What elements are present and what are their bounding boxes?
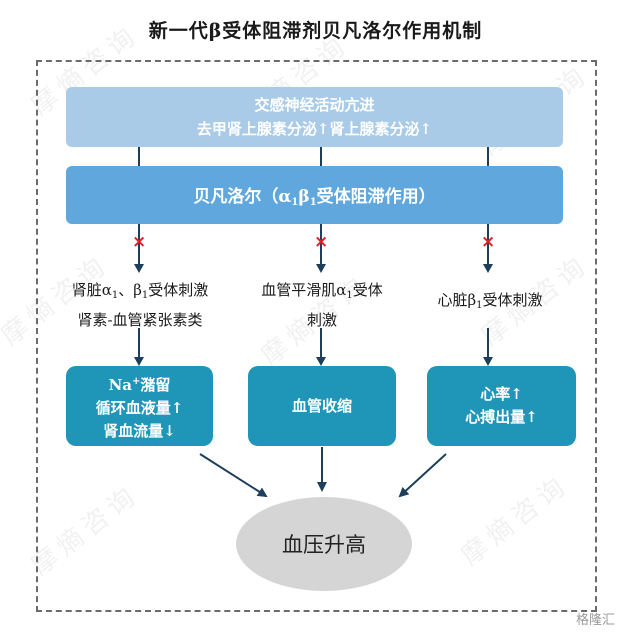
label-renal-line1: 肾脏α1、β1受体刺激 xyxy=(40,278,240,308)
effect-renal-line2: 循环血液量↑ xyxy=(95,398,184,417)
arrow-blocked-middle xyxy=(320,224,322,266)
label-cardiac-sub: 1 xyxy=(476,300,483,311)
label-renal-sub1: 1 xyxy=(111,290,119,301)
arrow-head-to-middle-box xyxy=(316,357,326,366)
label-renal-beta: 、β xyxy=(118,281,142,299)
sodium-retention: 潴留 xyxy=(140,375,171,394)
effect-vascular-line1: 血管收缩 xyxy=(291,396,352,415)
label-vascular-sub: 1 xyxy=(346,290,353,301)
bevantolol-box: 贝凡洛尔（α1β1受体阻滞作用） xyxy=(66,166,563,224)
beta-subscript: 1 xyxy=(309,197,317,208)
top-box-line2: 去甲肾上腺素分泌↑肾上腺素分泌↑ xyxy=(196,120,433,138)
label-vascular-line2: 刺激 xyxy=(306,311,337,329)
connector-top-middle xyxy=(320,147,322,166)
source-logo: 格隆汇 xyxy=(575,613,615,628)
block-mark-middle: × xyxy=(314,232,329,252)
sodium-symbol: Na xyxy=(108,375,133,394)
label-renal-line2: 肾素-血管紧张素类 xyxy=(77,311,203,329)
label-cardiac-beta: 心脏β xyxy=(437,291,477,309)
label-vascular-line1: 血管平滑肌α1受体 xyxy=(232,278,412,308)
alpha-subscript: 1 xyxy=(291,197,299,208)
beta-symbol: β xyxy=(298,187,310,207)
result-label: 血压升高 xyxy=(282,533,366,557)
label-cardiac-line1: 心脏β1受体刺激 xyxy=(420,288,560,318)
effect-cardiac-line1: 心率↑ xyxy=(480,385,523,403)
effect-renal-line1: Na+潴留 xyxy=(109,370,171,397)
block-mark-right: × xyxy=(481,232,496,252)
effect-box-renal: Na+潴留 循环血液量↑ 肾血流量↓ xyxy=(66,366,213,446)
arrow-head-middle xyxy=(316,264,326,273)
label-vascular-alpha: 血管平滑肌α xyxy=(261,281,347,299)
top-box-line1: 交感神经活动亢进 xyxy=(254,96,375,114)
arrow-to-left-box xyxy=(138,328,140,358)
label-renal-sub2: 1 xyxy=(141,290,149,301)
label-vascular-receptor: 血管平滑肌α1受体 刺激 xyxy=(232,278,412,332)
effect-box-cardiac: 心率↑ 心搏出量↑ xyxy=(427,366,576,446)
effect-renal-line3: 肾血流量↓ xyxy=(103,421,176,440)
sodium-charge: + xyxy=(132,375,141,387)
label-cardiac-receptor: 心脏β1受体刺激 xyxy=(420,288,560,318)
bevantolol-suffix: 受体阻滞作用） xyxy=(316,187,436,207)
label-cardiac-stimulation: 受体刺激 xyxy=(482,291,543,309)
arrow-head-right xyxy=(483,264,493,273)
sympathetic-activity-box: 交感神经活动亢进 去甲肾上腺素分泌↑肾上腺素分泌↑ xyxy=(66,87,563,147)
arrow-blocked-right xyxy=(487,224,489,266)
effect-cardiac-line2: 心搏出量↑ xyxy=(465,408,538,426)
arrow-head-left xyxy=(134,264,144,273)
bevantolol-prefix: 贝凡洛尔（α xyxy=(193,187,292,207)
arrow-to-middle-box xyxy=(320,328,322,358)
label-renal-receptor: 肾脏α1、β1受体刺激 肾素-血管紧张素类 xyxy=(40,278,240,332)
label-vascular-receptor-word: 受体 xyxy=(352,281,383,299)
label-renal-alpha: 肾脏α xyxy=(71,281,112,299)
connector-top-right xyxy=(487,147,489,166)
effect-box-vascular: 血管收缩 xyxy=(248,366,396,446)
diagram-title: 新一代β受体阻滞剂贝凡洛尔作用机制 xyxy=(148,20,483,42)
label-renal-stimulation: 受体刺激 xyxy=(148,281,209,299)
arrow-head-to-left-box xyxy=(134,357,144,366)
bevantolol-label: 贝凡洛尔（α1β1受体阻滞作用） xyxy=(193,182,435,208)
arrow-blocked-left xyxy=(138,224,140,266)
blood-pressure-result: 血压升高 xyxy=(236,497,412,591)
connector-top-left xyxy=(138,147,140,166)
diagram-frame xyxy=(36,60,597,612)
arrow-head-to-right-box xyxy=(483,357,493,366)
arrow-to-right-box xyxy=(487,328,489,358)
block-mark-left: × xyxy=(132,232,147,252)
